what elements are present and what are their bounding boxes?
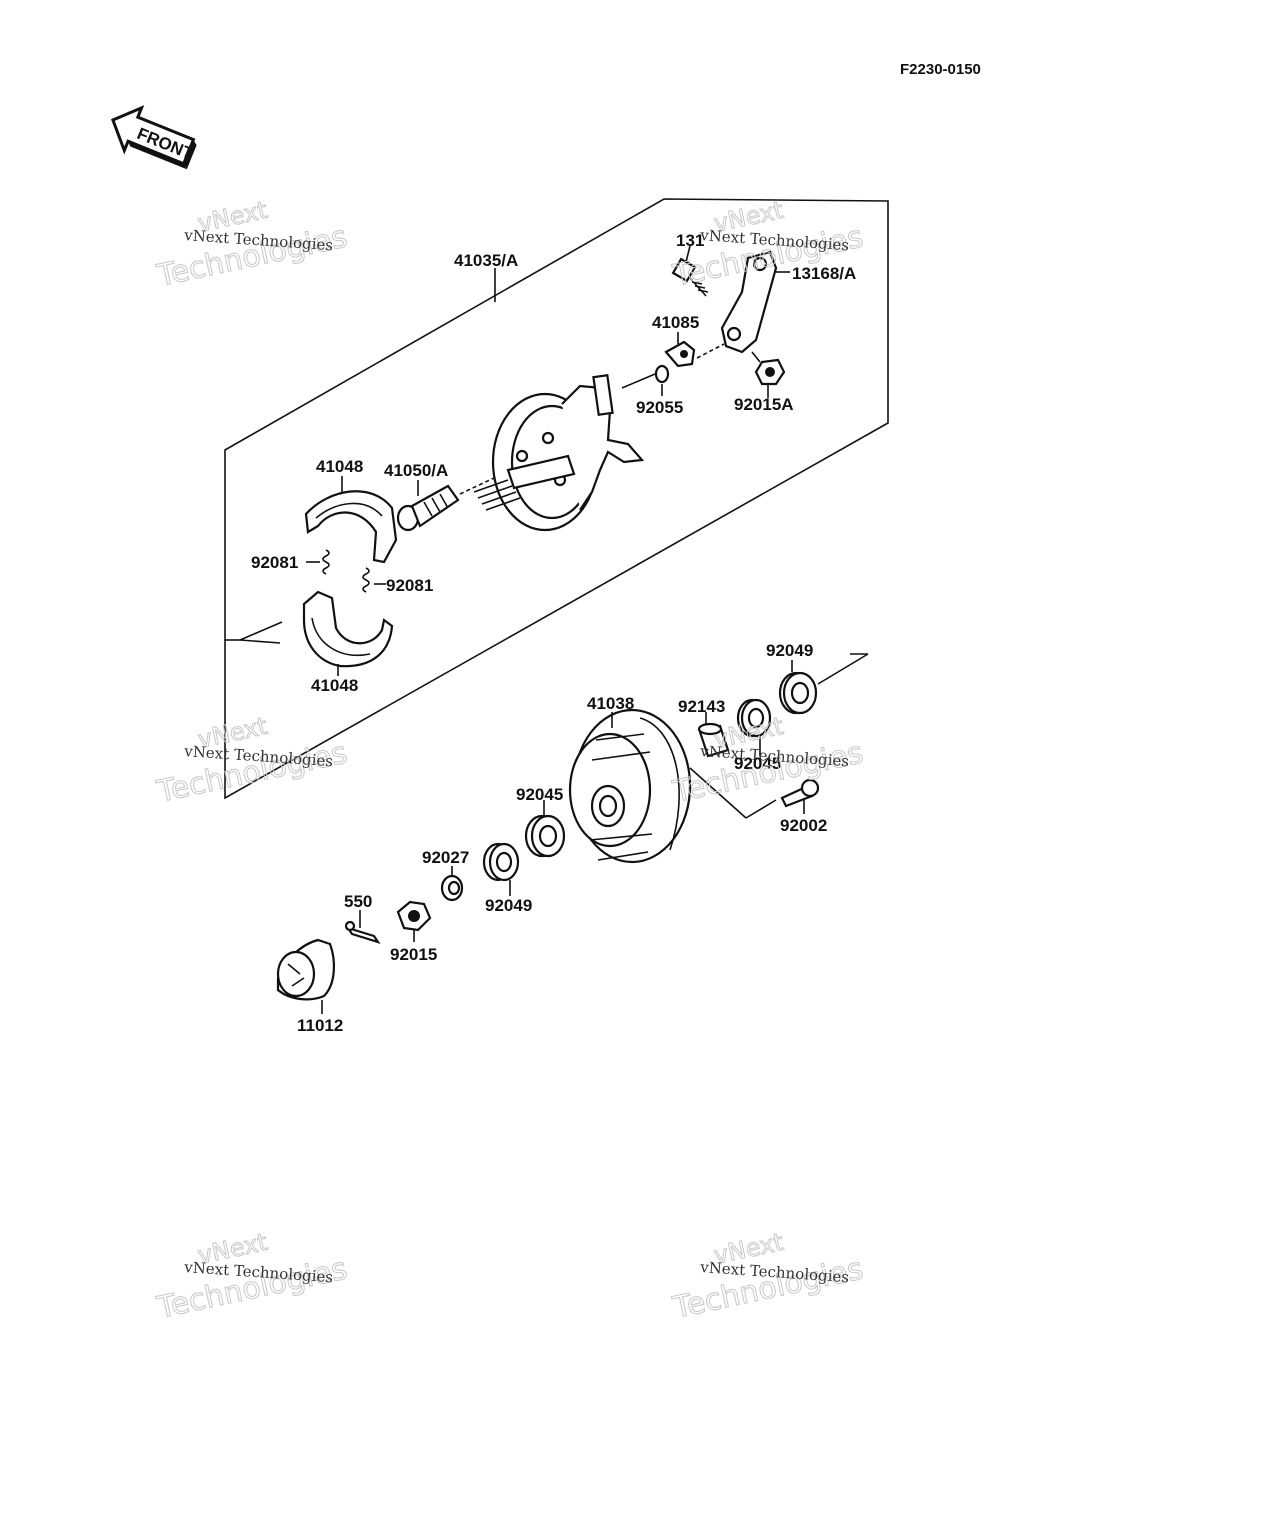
watermark-bottom-left: vNext Technologies vNext Technologies [153,1227,351,1326]
oil-seal-92049-left [482,842,520,896]
front-arrow-icon: FRONT [111,105,197,170]
brake-shoe-bottom [302,590,394,676]
bearing-92045-left [524,800,566,858]
label-41050: 41050/A [384,461,448,480]
collar-92027 [440,866,464,902]
brake-cam-lever [720,250,790,354]
label-92015A: 92015A [734,395,794,414]
label-131: 131 [676,231,704,250]
label-92049-right: 92049 [766,641,813,660]
label-41035: 41035/A [454,251,518,270]
brake-shoe-top [304,476,398,564]
bolt-131 [671,245,709,297]
label-92143: 92143 [678,697,725,716]
label-92015: 92015 [390,945,437,964]
diagram-code: F2230-0150 [900,61,981,78]
washer-92055 [621,364,670,396]
brake-panel [473,373,645,532]
label-92045-left: 92045 [516,785,563,804]
watermark-mid-left: vNext Technologies vNext Technologies [153,711,351,810]
bearing-92045-right [736,698,772,756]
cotter-pin-550 [344,910,381,944]
label-11012: 11012 [297,1016,343,1035]
nut-92015A [751,351,786,398]
label-92081-left: 92081 [251,553,298,572]
wear-indicator-41085 [664,332,725,368]
label-92055: 92055 [636,398,683,417]
brake-cam-41050 [396,477,495,532]
label-92045-right: 92045 [734,754,781,773]
nut-92015 [396,900,432,942]
label-550: 550 [344,892,372,911]
collar-92143 [697,712,730,758]
watermark-bottom-right: vNext Technologies vNext Technologies [669,1227,867,1326]
spring-left [306,549,330,575]
label-41048-bottom: 41048 [311,676,358,695]
label-41085: 41085 [652,313,699,332]
label-41048-top: 41048 [316,457,363,476]
label-92081-right: 92081 [386,576,433,595]
bolt-92002 [780,778,820,814]
label-13168: 13168/A [792,264,856,283]
brake-drum-hub [568,708,777,864]
spring-right [362,567,386,593]
watermark-top-left: vNext Technologies vNext Technologies [153,195,351,294]
label-41038: 41038 [587,694,634,713]
label-92049-left: 92049 [485,896,532,915]
oil-seal-92049-right [778,653,869,715]
brake-panel-assembly-box [224,198,889,800]
label-92027: 92027 [422,848,469,867]
label-92002: 92002 [780,816,827,835]
hub-cap-11012 [276,938,336,1014]
